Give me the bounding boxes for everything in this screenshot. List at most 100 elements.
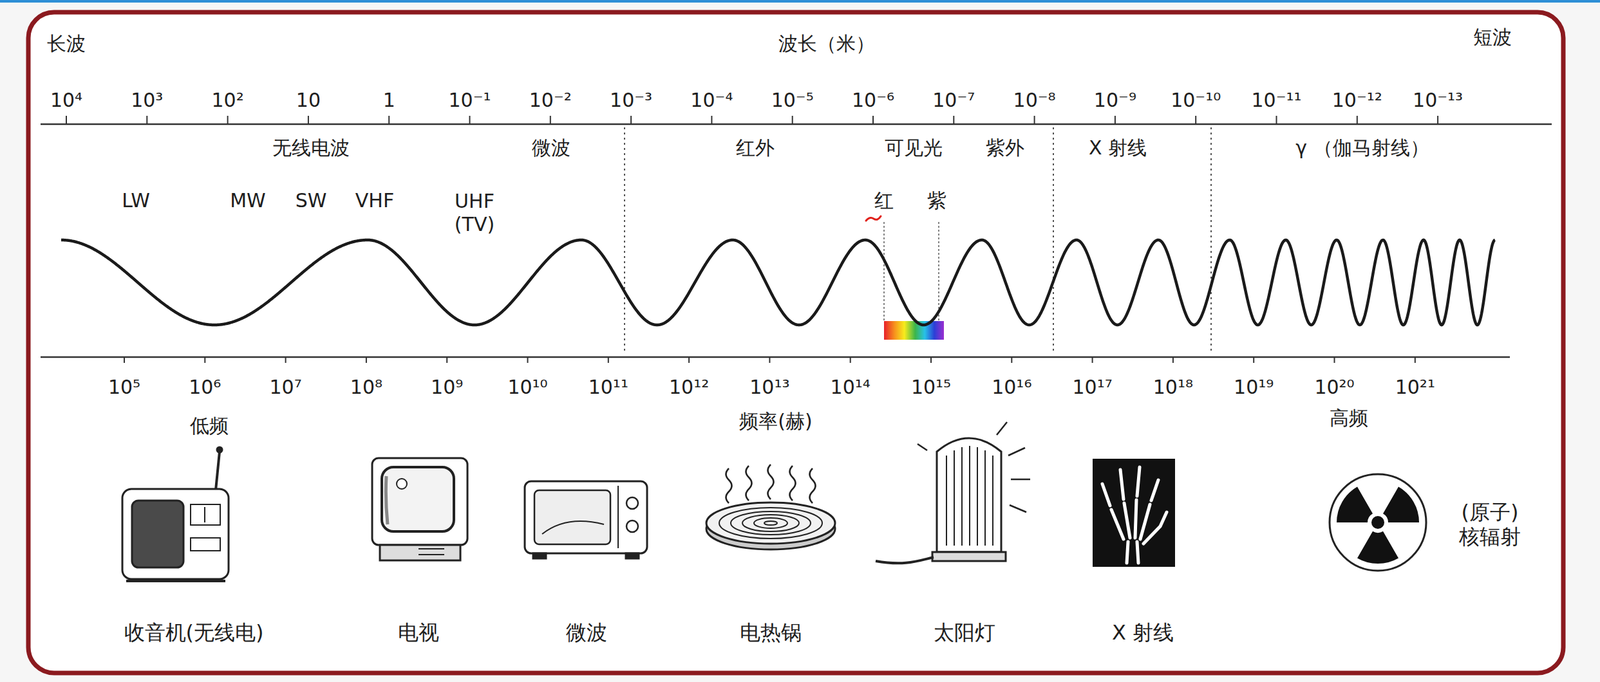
device-label: X 射线 (1111, 620, 1174, 646)
axis-tick (65, 115, 67, 125)
microwave-icon (534, 490, 611, 545)
axis-tick (1252, 357, 1255, 364)
axis-tick (1437, 115, 1439, 125)
sun-lamp-icon (917, 444, 928, 451)
screen-edge (0, 0, 1600, 3)
axis-tick (1091, 357, 1094, 364)
frequency-tick-label: 10¹³ (749, 376, 790, 400)
sun-lamp-icon (936, 438, 1002, 553)
xray-icon (1124, 503, 1130, 539)
wavelength-tick-label: 10³ (130, 88, 163, 113)
axis-tick (630, 115, 632, 125)
hot-plate-icon (764, 521, 778, 526)
xray-icon (1140, 504, 1150, 540)
frequency-tick-label: 10⁷ (269, 376, 302, 400)
radiation-icon (1329, 474, 1427, 572)
microwave-icon (626, 520, 639, 533)
sun-lamp-icon (961, 447, 963, 546)
wavelength-tick-label: 10⁻¹³ (1412, 88, 1463, 113)
tv-icon (381, 467, 454, 532)
hot-plate-icon (706, 502, 836, 545)
band-name: 无线电波 (272, 136, 350, 160)
band-divider (624, 127, 1212, 353)
axis-tick (446, 357, 448, 364)
hot-plate-icon (809, 468, 816, 504)
frequency-tick-label: 10¹² (668, 376, 709, 400)
sun-lamp-icon (946, 446, 993, 546)
axis-tick (1276, 115, 1278, 125)
microwave-icon (524, 481, 648, 554)
radio-icon (204, 507, 206, 523)
frequency-tick-label: 10²¹ (1395, 376, 1436, 400)
xray-icon (1120, 470, 1124, 500)
frequency-tick-label: 10⁶ (188, 376, 221, 400)
frequency-tick-label: 10¹⁰ (507, 376, 548, 400)
sun-lamp-icon (1009, 505, 1027, 513)
tv-icon (385, 476, 388, 525)
range-label: 高频 (1329, 406, 1369, 431)
axis-tick (1414, 357, 1416, 364)
wavelength-tick-label: 10⁻² (529, 88, 572, 113)
hot-plate-icon (706, 464, 836, 550)
device-label: 电热锅 (739, 620, 802, 646)
hot-plate-icon (719, 508, 823, 539)
radiation-icon (1383, 487, 1420, 523)
axis-tick (710, 115, 713, 125)
axis-tick (365, 357, 368, 364)
band-name: 紫外 (985, 136, 1025, 160)
sun-lamp-icon (932, 552, 1006, 562)
axis-tick (1034, 115, 1036, 125)
sun-lamp-icon (953, 450, 955, 546)
axis-tick (469, 115, 471, 125)
frequency-tick-label: 10¹⁵ (911, 376, 951, 400)
wavelength-tick-label: 10⁻¹⁰ (1170, 88, 1221, 113)
sun-lamp-icon (992, 455, 994, 546)
tv-icon (418, 548, 445, 550)
wavelength-tick-label: 10⁻¹¹ (1251, 88, 1302, 113)
wavelength-tick-label: 10⁻³ (609, 88, 653, 113)
xray-icon (1111, 509, 1124, 540)
xray-icon (1092, 459, 1176, 568)
wavelength-tick-label: 10⁻⁸ (1013, 88, 1056, 113)
radiation-icon (1357, 531, 1399, 565)
axis-tick (1010, 357, 1013, 364)
radio-band-name: LW (121, 189, 151, 213)
axis-tick (227, 115, 229, 125)
xray-icon (1126, 542, 1129, 564)
sun-lamp-icon (1010, 479, 1031, 481)
wavelength-tick-label: 10⁻⁹ (1093, 88, 1137, 113)
axis-tick (146, 115, 148, 125)
xray-icon (1143, 512, 1167, 545)
wavelength-tick-label: 10² (211, 88, 244, 113)
hot-plate-icon (730, 511, 811, 536)
frequency-axis (40, 356, 1510, 359)
axis-tick (123, 357, 125, 364)
band-name: 红外 (735, 136, 775, 160)
wavelength-tick-label: 10 (296, 88, 321, 113)
tv-icon (396, 479, 407, 490)
visible-boundary (938, 222, 940, 321)
axis-tick (1334, 357, 1336, 364)
xray-icon (1151, 480, 1159, 501)
frequency-tick-label: 10¹¹ (588, 376, 629, 400)
radiation-icon (1329, 474, 1427, 572)
red-mark (865, 216, 881, 221)
xray-icon (1102, 484, 1111, 507)
axis-tick (1172, 357, 1174, 364)
axis-tick (688, 357, 690, 364)
band-name: 可见光 (884, 136, 943, 160)
radio-band-name: UHF (TV) (444, 189, 506, 237)
axis-tick (849, 357, 852, 364)
radio-icon (216, 447, 223, 453)
axis-tick (952, 115, 955, 125)
frequency-tick-label: 10⁵ (108, 376, 141, 400)
wavelength-tick-label: 10⁻⁷ (932, 88, 975, 113)
corner-label: 短波 (1473, 25, 1512, 49)
radiation-icon (1371, 516, 1385, 530)
em-wave (61, 240, 1496, 326)
corner-label: 长波 (47, 32, 86, 56)
sun-lamp-icon (976, 447, 979, 546)
axis-tick (307, 115, 310, 125)
sun-lamp-icon (945, 455, 948, 546)
